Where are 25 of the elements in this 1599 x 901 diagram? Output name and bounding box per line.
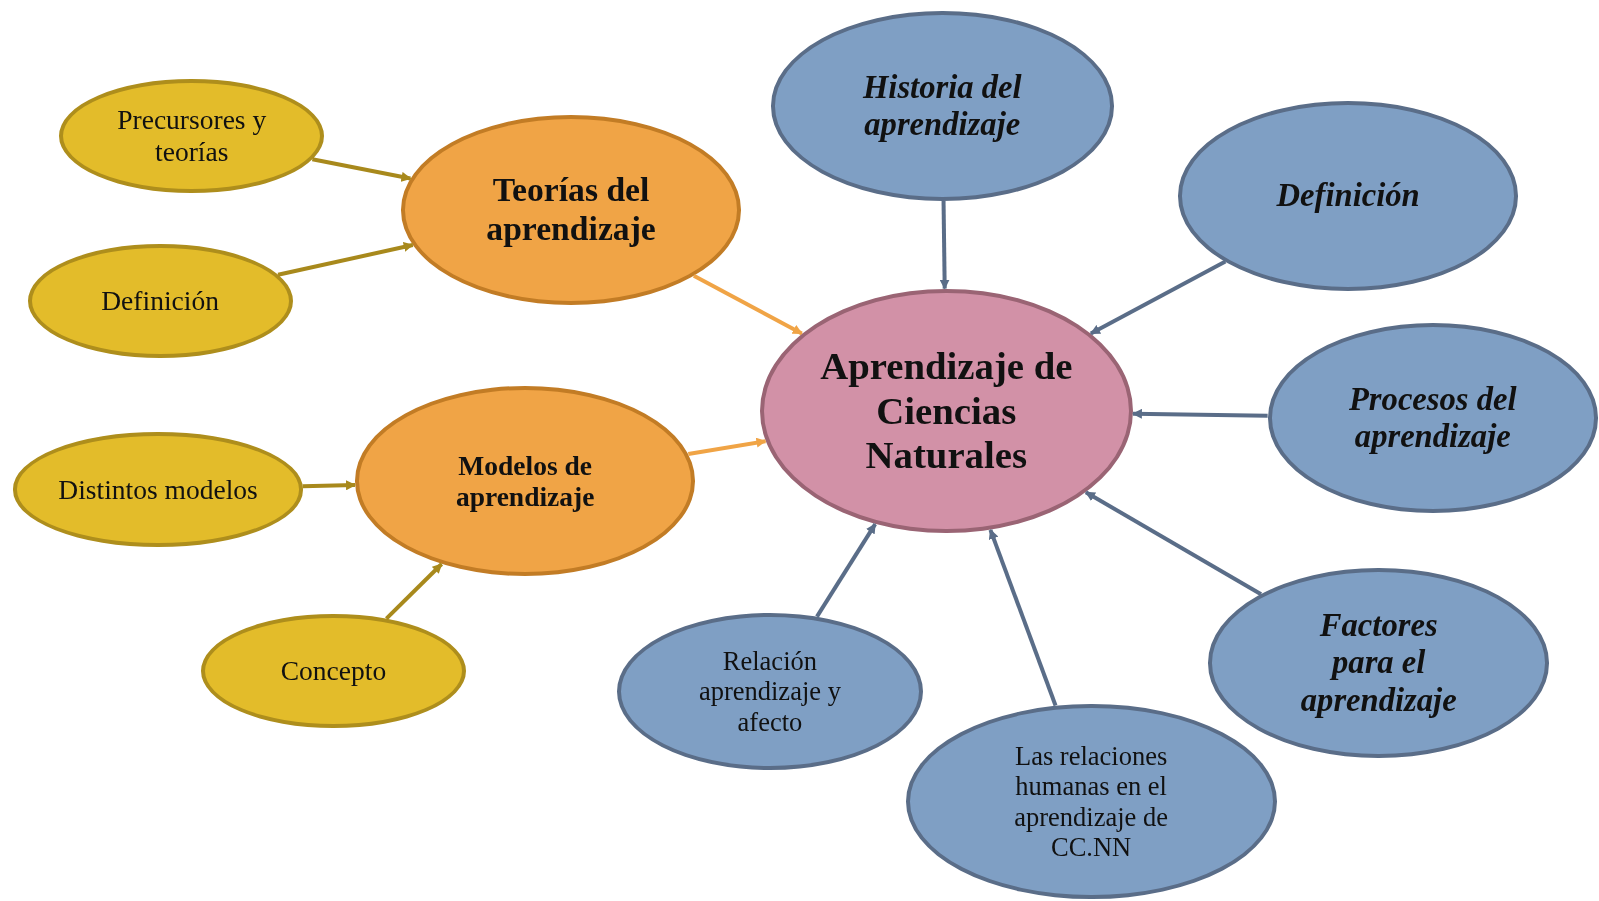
node-label: Procesos del aprendizaje [1347, 380, 1518, 456]
node-label: Factores para el aprendizaje [1299, 606, 1458, 720]
arrow [1131, 408, 1268, 419]
arrow [687, 437, 767, 457]
arrow [1084, 490, 1263, 597]
arrow [302, 480, 356, 491]
node-label: Concepto [280, 655, 387, 687]
node-label: Las relaciones humanas en el aprendizaje de CC.NN [1013, 740, 1169, 863]
node-label: Definición [101, 285, 219, 317]
node-label: Aprendizaje de Ciencias Naturales [819, 344, 1074, 478]
node-label: Teorías del aprendizaje [485, 171, 657, 249]
arrow [311, 157, 412, 182]
arrow [277, 242, 414, 277]
node-label: Modelos de aprendizaje [454, 449, 596, 513]
arrow [988, 528, 1058, 707]
node-label: Historia del aprendizaje [861, 68, 1023, 144]
arrow [1089, 259, 1227, 336]
node-label: Relación aprendizaje y afecto [697, 645, 842, 738]
arrow [815, 523, 877, 618]
node-label: Definición [1276, 177, 1420, 215]
arrow [385, 562, 444, 621]
arrow [692, 274, 803, 336]
arrow [939, 200, 950, 290]
node-label: Distintos modelos [58, 473, 258, 506]
node-label: Precursores y teorías [116, 103, 268, 168]
